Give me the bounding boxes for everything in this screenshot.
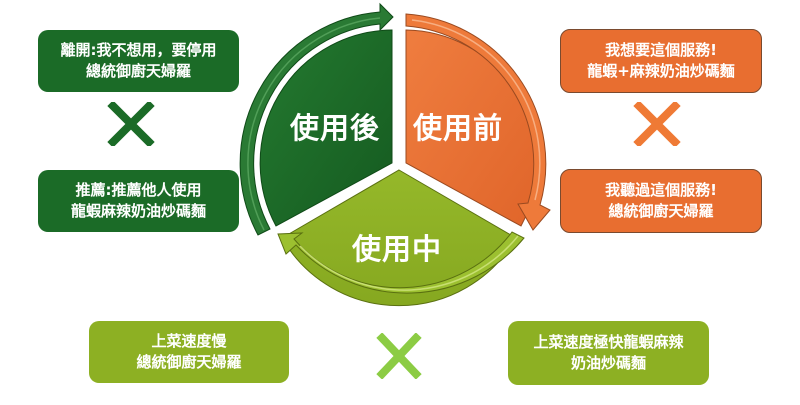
- card-during-slow: 上菜速度慢 總統御廚天婦羅: [89, 321, 289, 383]
- card-line: 總統御廚天婦羅: [608, 202, 714, 220]
- card-line: 奶油炒碼麵: [570, 354, 646, 372]
- card-line: 我想要這個服務!: [605, 41, 717, 59]
- card-line: 上菜速度慢: [151, 332, 227, 350]
- card-line: 上菜速度極快龍蝦麻辣: [533, 333, 684, 351]
- card-after-leave: 離開:我不想用，要停用 總統御廚天婦羅: [38, 30, 239, 92]
- card-line: 總統御廚天婦羅: [85, 62, 191, 80]
- card-line: 總統御廚天婦羅: [136, 353, 242, 371]
- segment-label-during: 使用中: [352, 232, 443, 266]
- x-cross-icon: [633, 102, 681, 146]
- card-line: 離開:我不想用，要停用: [60, 41, 217, 59]
- segment-during: [277, 169, 525, 307]
- card-during-fast: 上菜速度極快龍蝦麻辣 奶油炒碼麵: [508, 321, 709, 385]
- card-line: 龍蝦麻辣奶油炒碼麵: [70, 202, 206, 220]
- x-cross-icon: [107, 102, 155, 146]
- segment-after: [239, 2, 394, 236]
- segment-label-before: 使用前: [413, 111, 504, 145]
- segment-label-after: 使用後: [290, 111, 381, 145]
- card-line: 推薦:推薦他人使用: [75, 181, 202, 199]
- card-after-recommend: 推薦:推薦他人使用 龍蝦麻辣奶油炒碼麵: [38, 170, 239, 232]
- x-cross-icon: [376, 333, 422, 379]
- card-line: 我聽過這個服務!: [605, 181, 717, 199]
- card-line: 龍蝦+麻辣奶油炒碼麵: [587, 62, 735, 80]
- segment-before: [405, 13, 551, 231]
- card-before-heard: 我聽過這個服務! 總統御廚天婦羅: [560, 169, 762, 233]
- card-before-want: 我想要這個服務! 龍蝦+麻辣奶油炒碼麵: [560, 29, 762, 93]
